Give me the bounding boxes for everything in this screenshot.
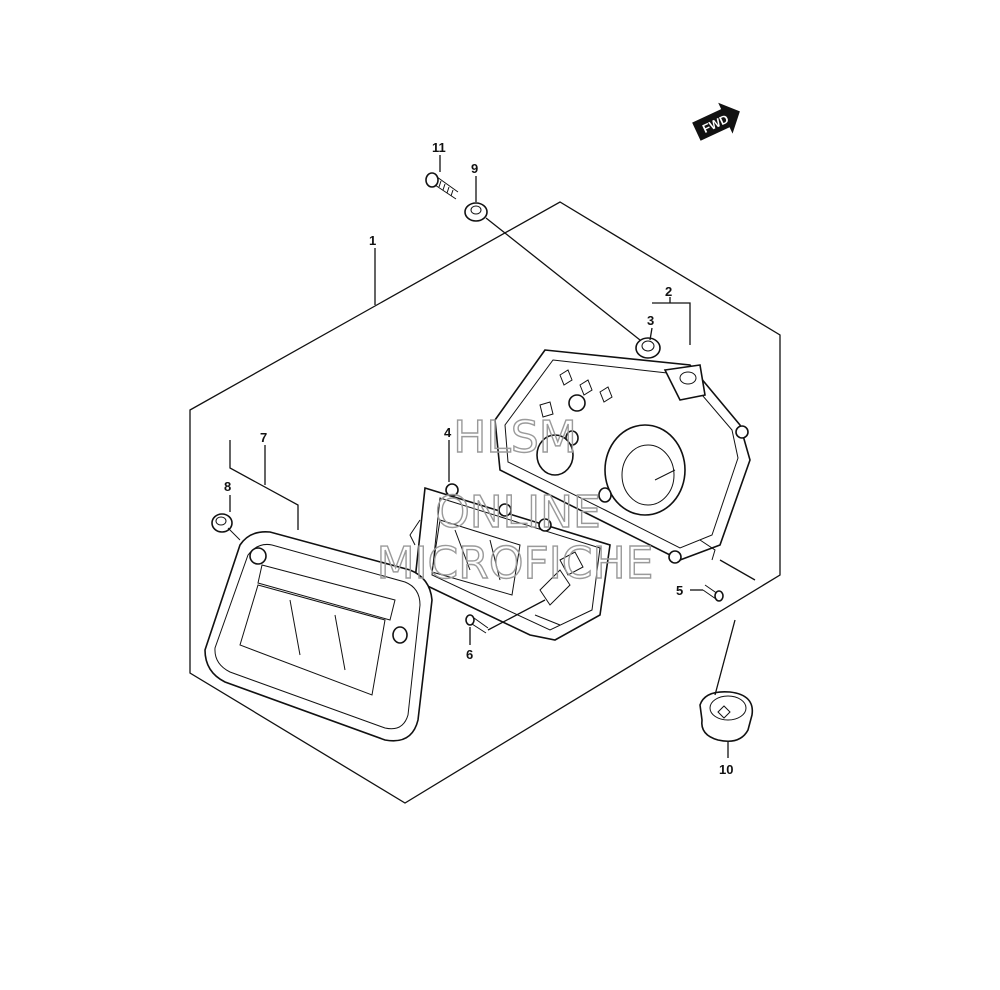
callout-2: 2 [665, 284, 672, 299]
callout-3: 3 [647, 313, 654, 328]
leader-3 [649, 327, 653, 341]
grommet-part-8 [211, 513, 241, 541]
callout-7: 7 [260, 430, 267, 445]
watermark-line-3: MICROFICHE [377, 538, 654, 589]
leader-10-to-case [714, 619, 736, 696]
callout-6: 6 [466, 647, 473, 662]
callout-8: 8 [224, 479, 231, 494]
leader-7 [229, 440, 299, 530]
callout-1: 1 [369, 233, 376, 248]
callout-9: 9 [471, 161, 478, 176]
fwd-arrow-icon: FWD [692, 102, 740, 141]
screw-part-5 [702, 584, 724, 602]
callout-11: 11 [432, 140, 446, 155]
meter-case-part-2 [494, 349, 751, 564]
lens-cover-part-7 [204, 530, 433, 742]
leader-2 [652, 302, 691, 345]
watermark-line-1: HLSM [453, 412, 577, 463]
screw-part-11 [425, 172, 459, 200]
leader-6-to-unit [487, 599, 546, 631]
screw-part-6 [465, 614, 489, 634]
rubber-cap-part-10 [699, 690, 754, 743]
callout-4: 4 [444, 425, 452, 440]
callout-5: 5 [676, 583, 683, 598]
grommet-part-3 [635, 337, 661, 359]
assembly-boundary [189, 201, 781, 804]
washer-part-9 [464, 202, 488, 222]
callout-10: 10 [719, 762, 733, 777]
leader-9-to-3 [485, 217, 641, 341]
watermark-line-2: ONLINE [435, 487, 601, 538]
leader-5-to-case [719, 559, 756, 581]
